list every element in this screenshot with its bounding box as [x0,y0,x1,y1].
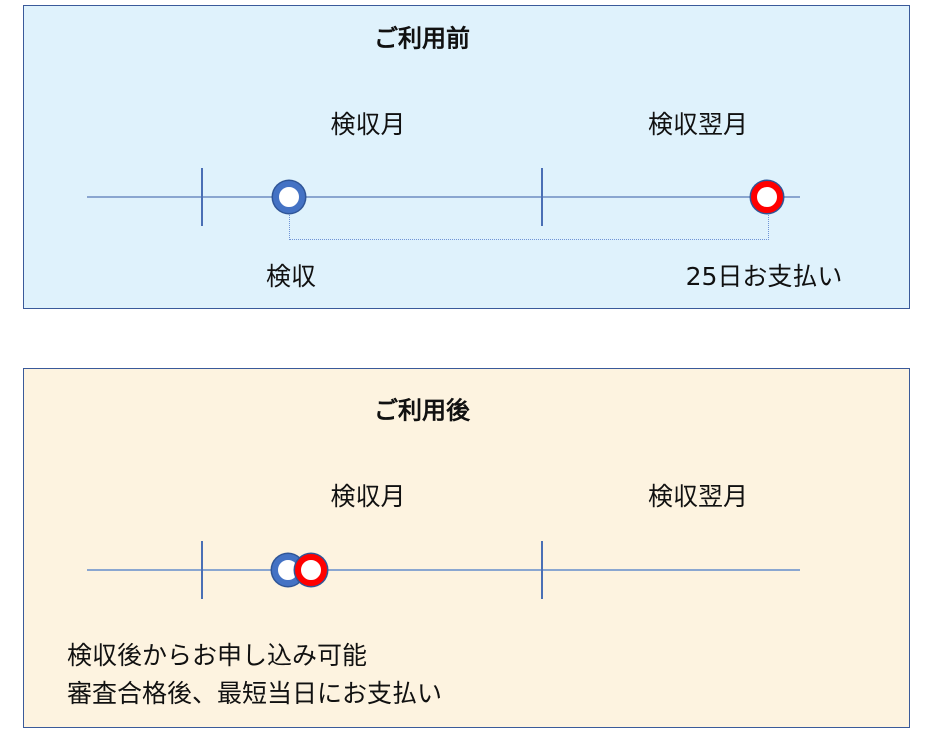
before-panel [23,5,910,309]
after-panel [23,368,910,728]
before-title: ご利用前 [374,24,470,53]
after-title: ご利用後 [374,396,470,425]
note-line-2: 審査合格後、最短当日にお支払い [67,679,443,708]
before-timeline [87,196,800,198]
after-month-label: 検収月 [330,482,406,511]
month-tick [541,168,543,226]
payment-marker [295,554,327,586]
inspection-label: 検収 [265,262,317,291]
after-next-month-label: 検収翌月 [647,482,749,511]
before-month-label: 検収月 [330,110,406,139]
inspection-marker [273,181,305,213]
note-line-1: 検収後からお申し込み可能 [67,641,368,670]
month-tick [201,168,203,226]
month-tick [541,541,543,599]
dotted-connector [289,209,769,240]
payment-marker [751,181,783,213]
payment-label: 25日お支払い [685,262,843,291]
month-tick [201,541,203,599]
before-next-month-label: 検収翌月 [647,110,749,139]
after-timeline [87,569,800,571]
